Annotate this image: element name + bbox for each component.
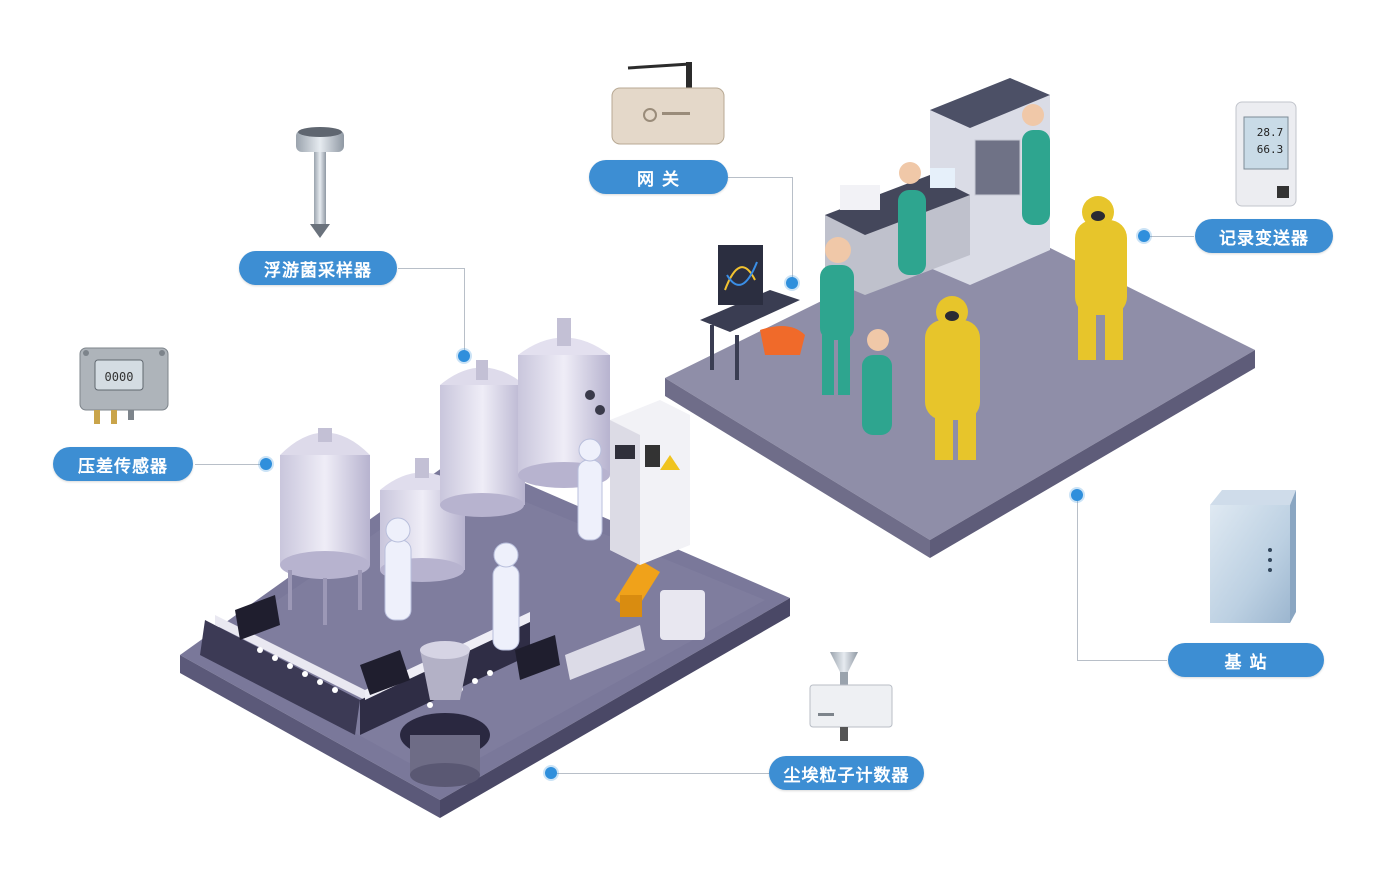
leader-pressure — [195, 464, 265, 465]
label-particle-counter: 尘埃粒子计数器 — [769, 756, 924, 790]
label-recorder: 记录变送器 — [1195, 219, 1333, 253]
recorder-temperature-value: 28.7 — [1257, 126, 1284, 139]
marker-pressure-sensor — [260, 458, 272, 470]
leader-base-v — [1077, 495, 1078, 660]
leader-particle — [551, 773, 769, 774]
particle-counter-device — [809, 652, 893, 741]
leader-air-sampler-h — [398, 268, 464, 269]
pressure-sensor-device: 0000 — [79, 347, 169, 424]
label-air-sampler: 浮游菌采样器 — [239, 251, 397, 285]
air-sampler-device — [296, 127, 344, 238]
marker-base-station — [1071, 489, 1083, 501]
pressure-display-value: 0000 — [105, 370, 134, 384]
marker-gateway — [786, 277, 798, 289]
marker-particle-counter — [545, 767, 557, 779]
control-cabinet — [610, 400, 690, 565]
leader-gateway-h — [728, 177, 792, 178]
leader-recorder — [1148, 236, 1194, 237]
recorder-transmitter-device: 28.7 66.3 — [1235, 101, 1297, 207]
marker-air-sampler — [458, 350, 470, 362]
recorder-humidity-value: 66.3 — [1257, 143, 1284, 156]
label-base-station: 基 站 — [1168, 643, 1324, 677]
marker-recorder — [1138, 230, 1150, 242]
conveyor-line — [200, 560, 705, 787]
base-station-device — [1210, 490, 1296, 623]
label-gateway: 网 关 — [589, 160, 728, 194]
cleanroom-workers — [384, 438, 603, 651]
leader-base-h — [1077, 660, 1167, 661]
lab-technicians — [820, 104, 1050, 435]
process-tanks — [280, 318, 610, 625]
lab-equipment — [700, 78, 1050, 380]
label-pressure-sensor: 压差传感器 — [53, 447, 193, 481]
gateway-device — [611, 62, 725, 145]
hazmat-workers — [925, 196, 1127, 460]
leader-gateway-v — [792, 177, 793, 283]
leader-air-sampler-v — [464, 268, 465, 356]
